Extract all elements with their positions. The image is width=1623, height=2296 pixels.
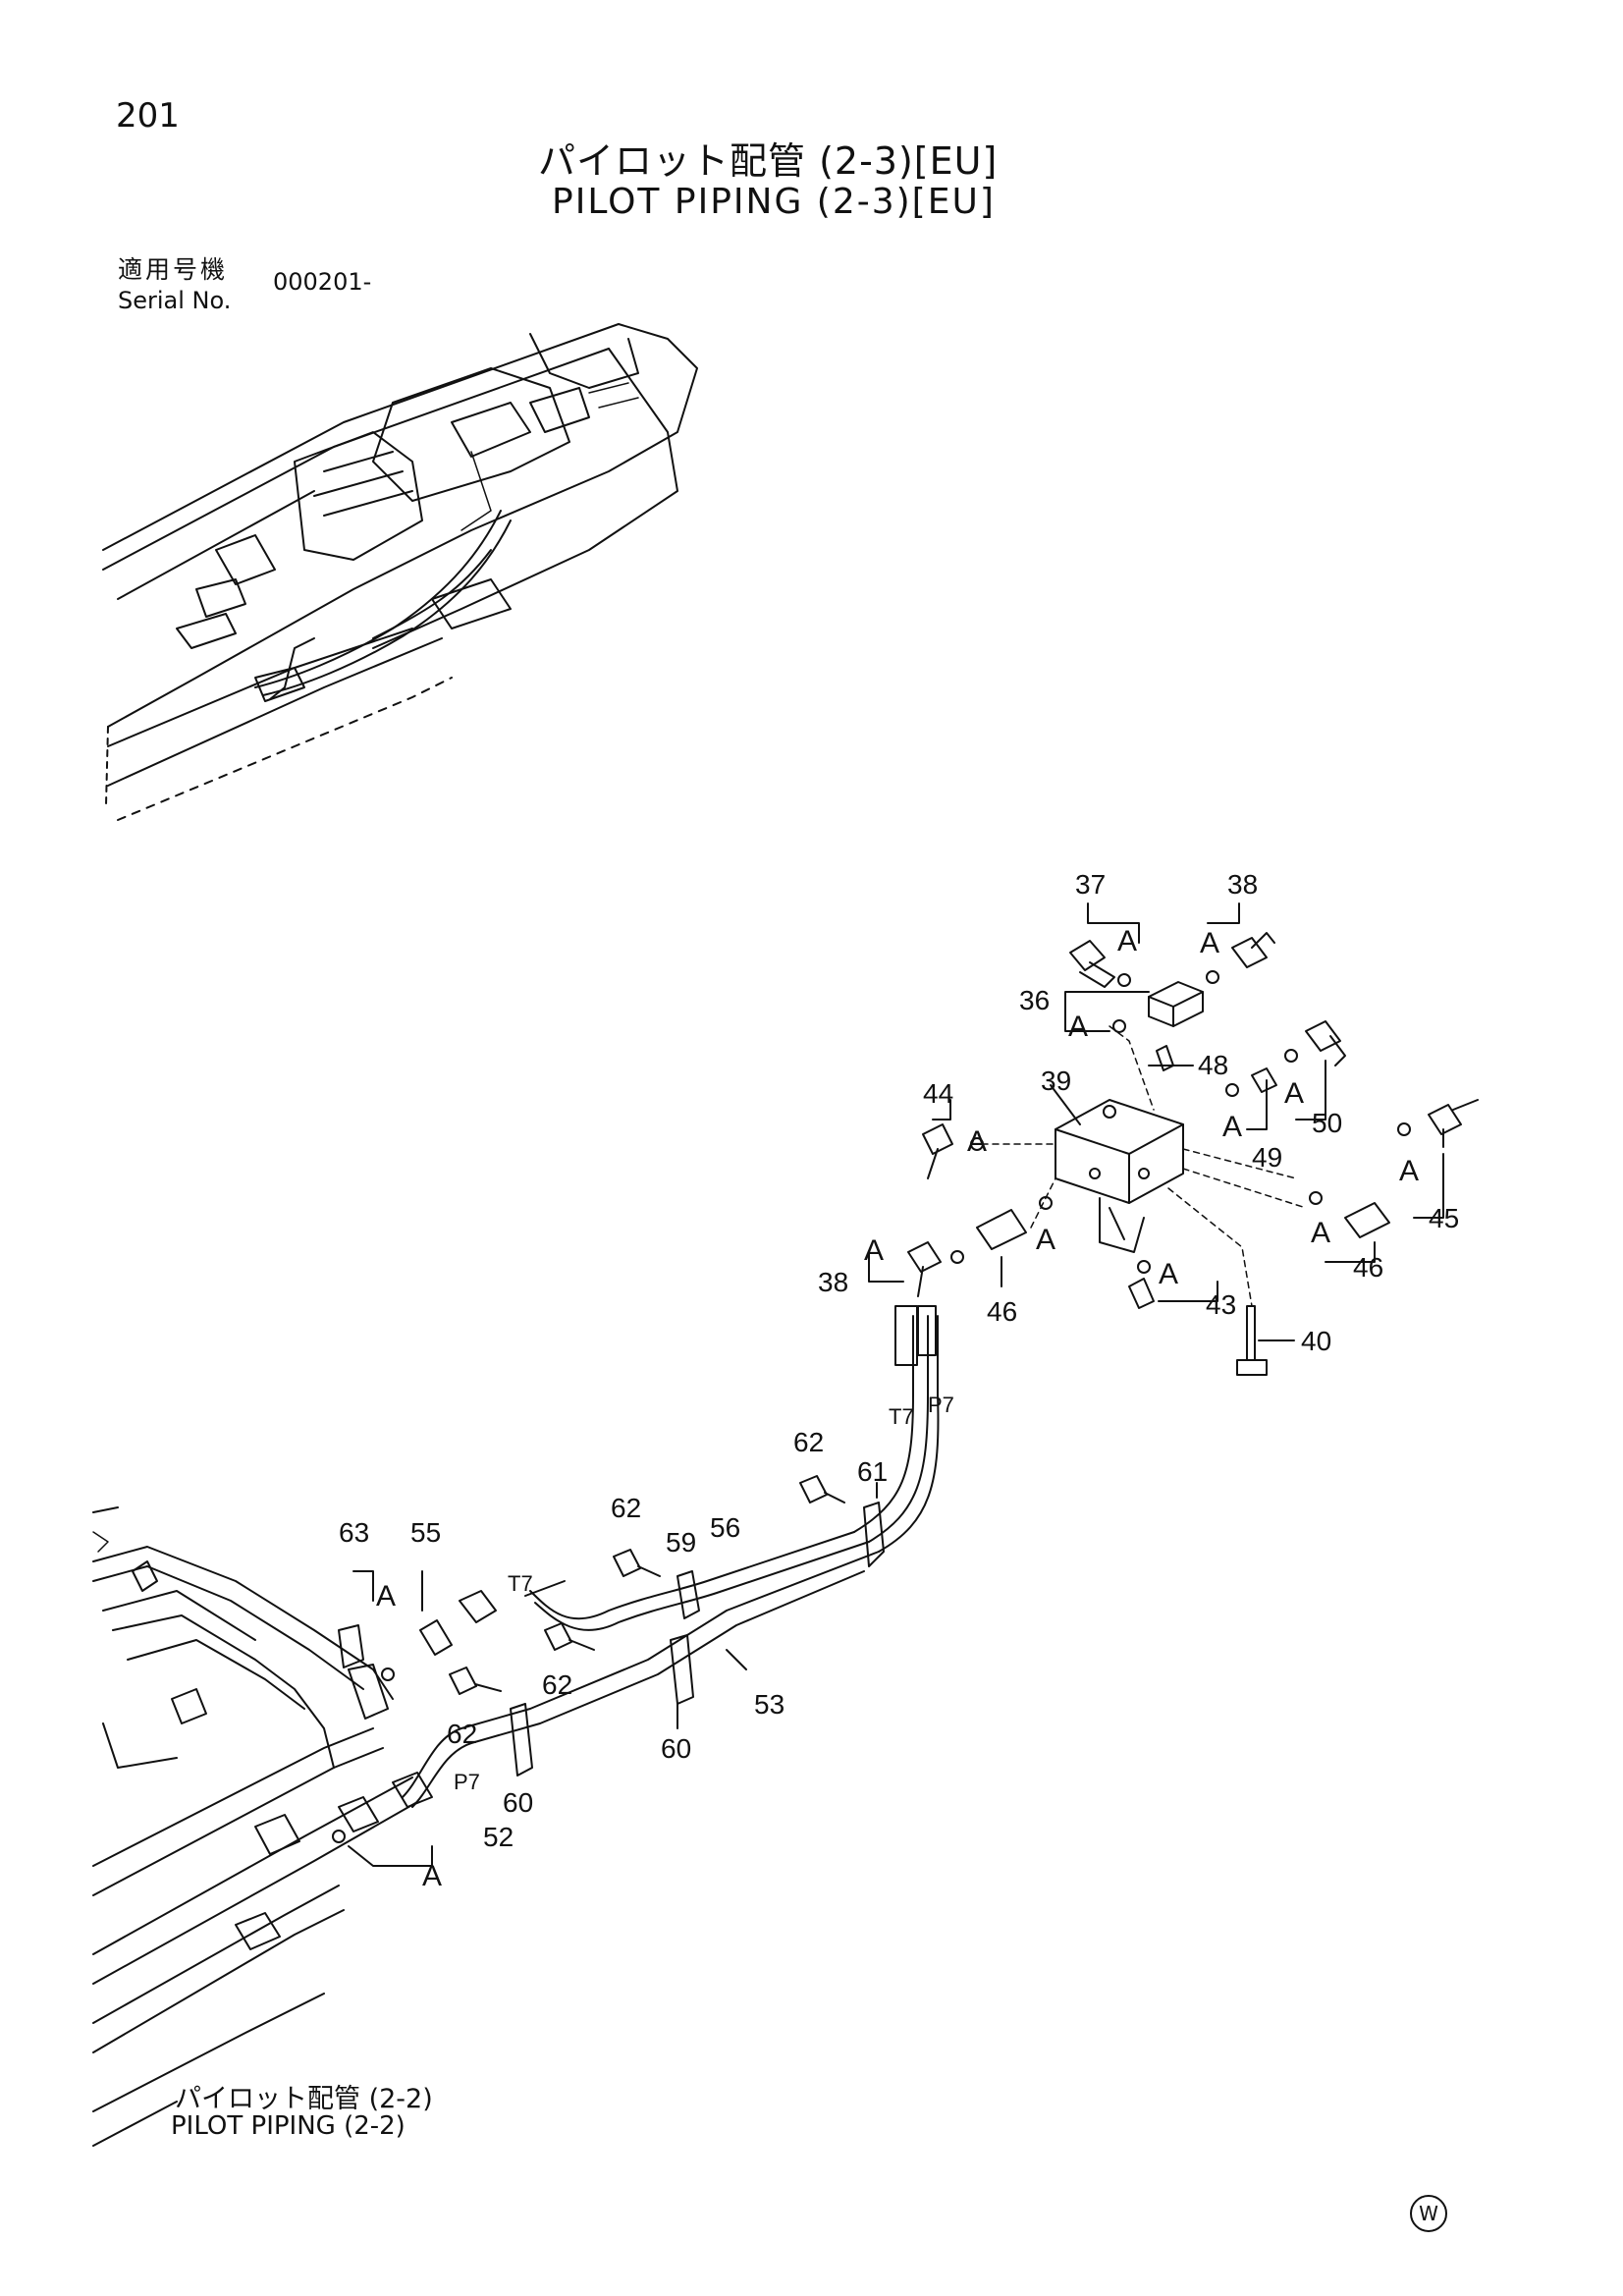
callout-56: 56 bbox=[710, 1512, 740, 1543]
callout-59: 59 bbox=[666, 1527, 696, 1558]
serial-number-value: 000201- bbox=[273, 268, 372, 296]
callout-62-b: 62 bbox=[611, 1493, 641, 1523]
callout-39: 39 bbox=[1041, 1066, 1071, 1096]
a-marker: A bbox=[422, 1860, 442, 1892]
a-marker: A bbox=[1311, 1217, 1330, 1249]
a-marker: A bbox=[967, 1125, 987, 1158]
callout-numbers: 37 38 36 48 39 44 49 50 45 38 46 46 43 4… bbox=[339, 869, 1459, 1892]
clamp-59 bbox=[676, 1570, 700, 1619]
title-japanese: パイロット配管 (2-3)[EU] bbox=[538, 139, 999, 183]
serial-label-japanese: 適用号機 bbox=[118, 255, 229, 284]
a-marker: A bbox=[864, 1234, 884, 1267]
callout-leaders bbox=[348, 902, 1444, 1867]
a-marker: A bbox=[1036, 1224, 1055, 1256]
clamp-60-lower bbox=[510, 1703, 533, 1777]
callout-62-c: 62 bbox=[542, 1669, 572, 1700]
callout-61: 61 bbox=[857, 1456, 888, 1487]
a-marker: A bbox=[1068, 1011, 1088, 1043]
callout-37: 37 bbox=[1075, 869, 1106, 900]
callout-48: 48 bbox=[1198, 1050, 1228, 1080]
port-label-p7-pipe: P7 bbox=[454, 1770, 480, 1794]
pipe-lines bbox=[332, 1305, 940, 1843]
a-marker: A bbox=[1222, 1111, 1242, 1143]
port-label-t7-pipe: T7 bbox=[508, 1571, 533, 1596]
callout-46-right: 46 bbox=[1353, 1252, 1383, 1283]
machine-overview-drawing bbox=[102, 323, 698, 821]
a-marker: A bbox=[1399, 1155, 1419, 1187]
a-marker: A bbox=[1284, 1077, 1304, 1110]
callout-63: 63 bbox=[339, 1517, 369, 1548]
callout-44: 44 bbox=[923, 1078, 953, 1109]
callout-60-upper: 60 bbox=[661, 1733, 691, 1764]
lower-left-frame bbox=[92, 1506, 418, 2147]
a-marker: A bbox=[1117, 925, 1137, 957]
callout-60-lower: 60 bbox=[503, 1787, 533, 1818]
callout-36: 36 bbox=[1019, 985, 1050, 1015]
callout-53: 53 bbox=[754, 1689, 784, 1720]
footer-circle-mark: W bbox=[1410, 2195, 1447, 2232]
valve-block-assembly bbox=[907, 932, 1479, 1376]
callout-50: 50 bbox=[1312, 1108, 1342, 1138]
title-english: PILOT PIPING (2-3)[EU] bbox=[552, 182, 996, 222]
reference-label-japanese: パイロット配管 (2-2) bbox=[175, 2084, 433, 2114]
callout-40: 40 bbox=[1301, 1326, 1331, 1356]
serial-label-english: Serial No. bbox=[118, 287, 232, 314]
port-label-t7-vertical: T7 bbox=[889, 1404, 914, 1429]
a-marker: A bbox=[376, 1580, 396, 1613]
callout-38-lower: 38 bbox=[818, 1267, 848, 1297]
callout-38-top: 38 bbox=[1227, 869, 1258, 900]
clamp-60-upper bbox=[670, 1634, 694, 1705]
callout-55: 55 bbox=[410, 1517, 441, 1548]
callout-52: 52 bbox=[483, 1822, 514, 1852]
page-number: 201 bbox=[116, 96, 180, 136]
a-marker: A bbox=[1200, 927, 1219, 959]
a-marker: A bbox=[1159, 1258, 1178, 1290]
callout-45: 45 bbox=[1429, 1203, 1459, 1233]
callout-46-left: 46 bbox=[987, 1296, 1017, 1327]
clamp-61 bbox=[863, 1502, 885, 1567]
reference-label-english: PILOT PIPING (2-2) bbox=[171, 2111, 406, 2141]
callout-49: 49 bbox=[1252, 1142, 1282, 1173]
callout-62-a: 62 bbox=[793, 1427, 824, 1457]
callout-43: 43 bbox=[1206, 1289, 1236, 1320]
callout-62-d: 62 bbox=[447, 1719, 477, 1749]
port-label-p7-vertical: P7 bbox=[928, 1393, 954, 1417]
